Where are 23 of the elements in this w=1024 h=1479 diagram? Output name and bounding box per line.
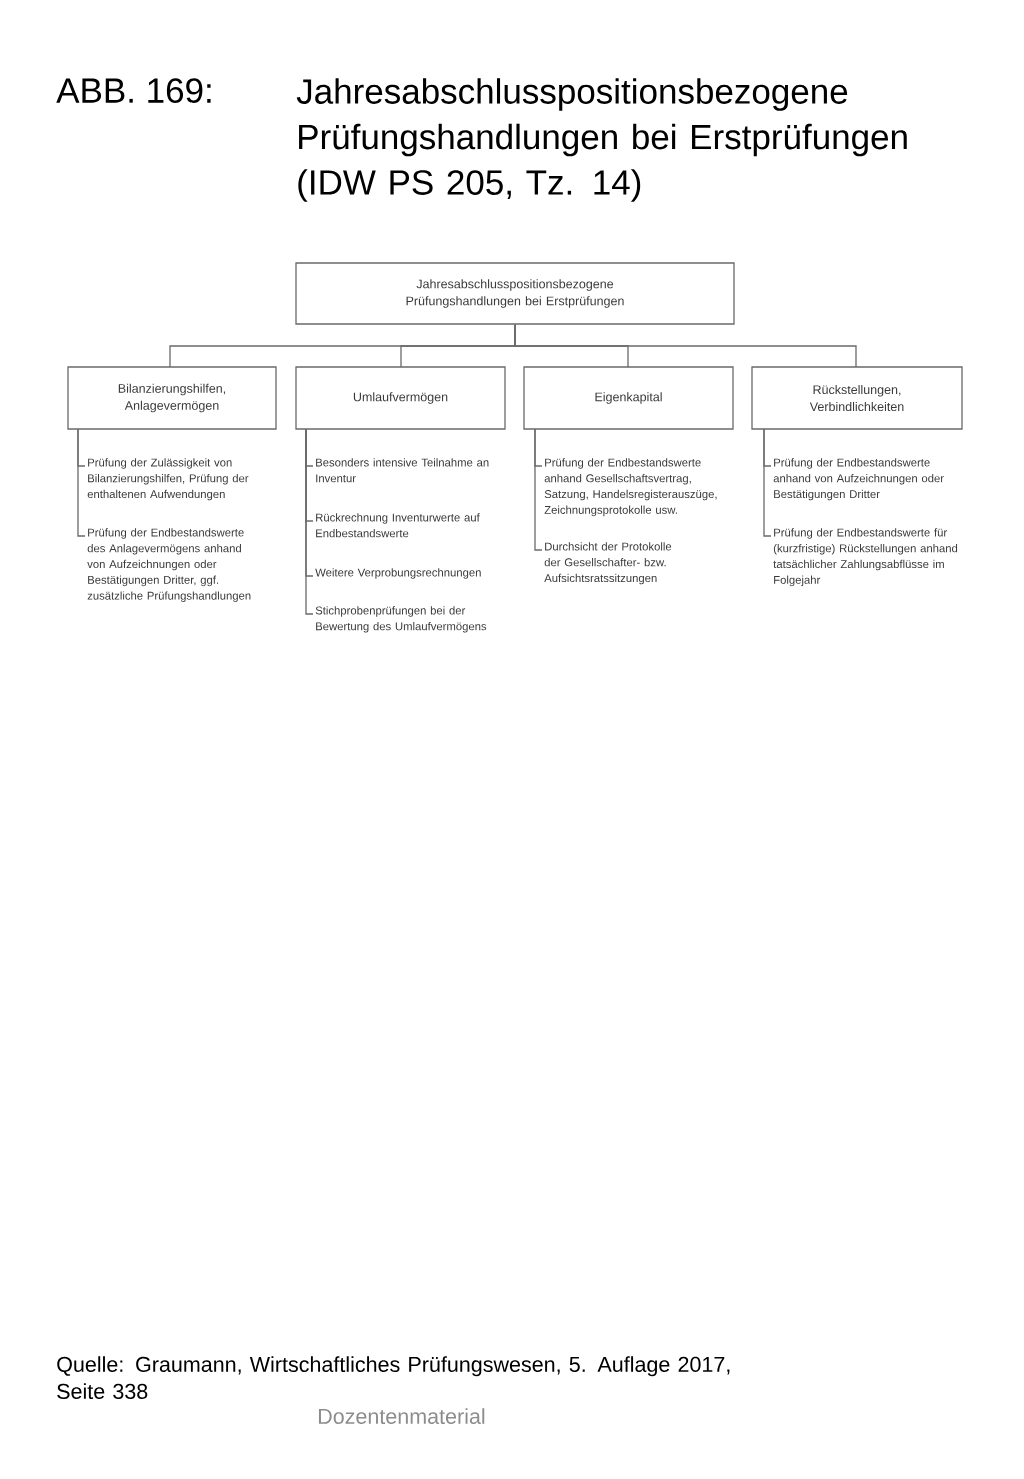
leader-line xyxy=(77,428,86,537)
item-text: Prüfung der Endbestandswerte anhand Gesellschaftsvertrag, Satzung, Handelsregisterauszüge, Zeichnungsprotokolle usw. xyxy=(544,458,717,517)
category-box: Bilanzierungshilfen, Anlagevermögen xyxy=(67,366,277,430)
item-text: Besonders intensive Teilnahme an Inventur xyxy=(316,458,489,483)
item-text: Prüfung der Endbestandswerte des Anlagevermögens anhand von Aufzeichnungen oder Bestätigungen Dritter, ggf. zusätzliche Prüfungshandlungen xyxy=(87,528,251,602)
category-box: Umlaufvermögen xyxy=(295,366,506,430)
leader-line xyxy=(534,428,543,551)
source-note: Quelle: Graumann, Wirtschaftliches Prüfungswesen, 5. Auflage 2017, Seite 338 xyxy=(57,1356,730,1399)
root-box: Jahresabschlusspositionsbezogene Prüfungshandlungen bei Erstprüfungen xyxy=(295,262,735,325)
item-text: Durchsicht der Protokolle der Gesellschafter- bzw. Aufsichtsratssitzungen xyxy=(544,542,672,585)
category-box: Rückstellungen, Verbindlichkeiten xyxy=(751,366,963,430)
item-text: Stichprobenprüfungen bei der Bewertung des Umlaufvermögens xyxy=(315,606,487,633)
leader-line xyxy=(305,428,314,615)
item-text: Prüfung der Zulässigkeit von Bilanzierungshilfen, Prüfung der enthaltenen Aufwendungen xyxy=(87,458,249,501)
item-text: Prüfung der Endbestandswerte für (kurzfristige) Rückstellungen anhand tatsächlicher Zahlungsabflüsse im Folgejahr xyxy=(773,528,958,587)
leader-line xyxy=(763,428,772,537)
category-box: Eigenkapital xyxy=(523,366,734,430)
title: Jahresabschlusspositionsbezogene Prüfungshandlungen bei Erstprüfungen (IDW PS 205, Tz. 14) xyxy=(296,78,907,202)
item-text: Rückrechnung Inventurwerte auf Endbestandswerte xyxy=(316,513,480,538)
item-text: Prüfung der Endbestandswerte anhand von Aufzeichnungen oder Bestätigungen Dritter xyxy=(773,458,944,501)
figure-number: ABB. 169: xyxy=(56,78,211,103)
item-text: Weitere Verprobungsrechnungen xyxy=(315,568,481,579)
footer-text: Dozentenmaterial xyxy=(318,1408,485,1424)
